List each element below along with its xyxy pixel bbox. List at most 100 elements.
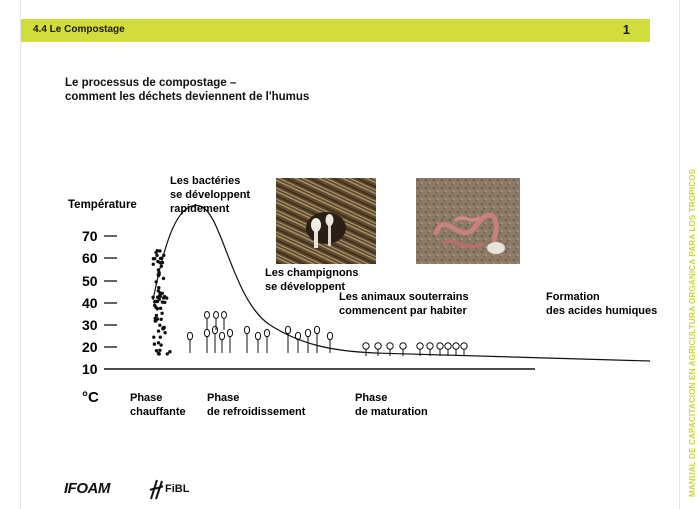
section-title: 4.4 Le Compostage bbox=[33, 24, 125, 35]
bacteria-dot bbox=[157, 272, 161, 276]
bacteria-dot bbox=[158, 323, 162, 327]
phase-maturation-1: Phase bbox=[355, 392, 387, 404]
svg-text:rapidement: rapidement bbox=[170, 203, 230, 215]
mushroom-icon bbox=[254, 331, 262, 353]
bacteria-dot bbox=[158, 249, 162, 253]
title-line-2: comment les déchets deviennent de l'humu… bbox=[65, 91, 310, 103]
header-bar: 4.4 Le Compostage 1 bbox=[21, 19, 650, 42]
bacteria-dot bbox=[162, 294, 167, 299]
bacteria-dot bbox=[159, 343, 163, 347]
bacteria-dot bbox=[155, 253, 159, 258]
bacteria-dot bbox=[156, 329, 161, 333]
bacteria-dot bbox=[163, 331, 167, 335]
worm-icon bbox=[399, 342, 407, 356]
mushroom-icon bbox=[326, 331, 334, 353]
bacteria-dot bbox=[154, 349, 159, 353]
svg-text:Formation: Formation bbox=[546, 291, 600, 303]
svg-text:se développent: se développent bbox=[170, 189, 250, 201]
bacteria-dot bbox=[157, 286, 161, 290]
bacteria-dot bbox=[156, 341, 161, 345]
phase-cooling-2: de refroidissement bbox=[207, 406, 306, 418]
bacteria-dot bbox=[151, 295, 155, 299]
worm-icon bbox=[374, 342, 382, 356]
svg-text:Les animaux souterrains: Les animaux souterrains bbox=[339, 291, 469, 303]
svg-text:des acides humiques: des acides humiques bbox=[546, 305, 657, 317]
bacteria-dot bbox=[154, 280, 158, 284]
title-line-1: Le processus de compostage – bbox=[65, 77, 237, 89]
bacteria-dot bbox=[151, 262, 155, 266]
bacteria-dot bbox=[156, 289, 160, 293]
worm-icon bbox=[386, 342, 394, 356]
mushroom-icon bbox=[211, 325, 219, 353]
mushroom-icon bbox=[221, 311, 227, 330]
bacteria-dot bbox=[157, 352, 161, 356]
tick-10: 10 bbox=[82, 361, 98, 377]
mushroom-icon bbox=[226, 328, 234, 353]
fibl-logo: FiBL bbox=[148, 478, 189, 505]
bacteria-dot bbox=[152, 335, 156, 339]
bacteria-dots bbox=[151, 249, 172, 356]
bacteria-dot bbox=[155, 249, 159, 253]
phase-cooling-1: Phase bbox=[207, 392, 239, 404]
bacteria-dot bbox=[161, 327, 166, 331]
bacteria-dot bbox=[158, 306, 163, 310]
phase-labels: Phase chauffante Phase de refroidissemen… bbox=[130, 392, 428, 418]
bacteria-dot bbox=[163, 300, 167, 305]
bacteria-dot bbox=[160, 260, 165, 265]
ifoam-logo: IFOAM bbox=[64, 480, 110, 497]
bacteria-dot bbox=[156, 268, 161, 272]
bacteria-dot bbox=[153, 319, 157, 323]
bacteria-dot bbox=[159, 264, 164, 268]
worm-icon bbox=[416, 342, 424, 356]
bacteria-dot bbox=[158, 335, 162, 339]
page-number: 1 bbox=[622, 22, 630, 37]
mushroom-icon bbox=[186, 331, 194, 353]
bacteria-dot bbox=[168, 350, 172, 354]
mushroom-icon bbox=[213, 311, 219, 330]
y-axis-label: Température bbox=[68, 199, 137, 211]
fungi-icons bbox=[186, 311, 334, 353]
bacteria-dot bbox=[153, 303, 157, 308]
mushroom-icon bbox=[243, 325, 251, 353]
worm-icon bbox=[426, 342, 434, 356]
bacteria-dot bbox=[156, 259, 160, 264]
bacteria-dot bbox=[153, 316, 157, 321]
annotation-bacteria: Les bactéries se développent rapidement bbox=[170, 175, 250, 215]
tick-70: 70 bbox=[82, 228, 98, 244]
y-ticks: 70 60 50 40 30 20 10 bbox=[82, 228, 98, 377]
tick-40: 40 bbox=[82, 295, 98, 311]
mushroom-icon bbox=[203, 328, 211, 353]
mushroom-icon bbox=[304, 328, 312, 353]
annotation-humic: Formation des acides humiques bbox=[546, 291, 657, 317]
bacteria-dot bbox=[165, 352, 169, 356]
fibl-leaf-icon bbox=[149, 479, 164, 500]
bacteria-dot bbox=[158, 256, 163, 261]
mushroom-photo bbox=[276, 178, 376, 264]
phase-maturation-2: de maturation bbox=[355, 406, 428, 418]
bacteria-dot bbox=[162, 253, 166, 257]
bacteria-dot bbox=[151, 257, 156, 261]
earthworm-photo bbox=[416, 178, 520, 264]
worm-icon bbox=[452, 342, 460, 356]
svg-text:se développent: se développent bbox=[265, 281, 345, 293]
tick-30: 30 bbox=[82, 317, 98, 333]
mushroom-icon bbox=[284, 325, 292, 353]
worm-icon bbox=[444, 342, 452, 356]
svg-text:Les champignons: Les champignons bbox=[265, 267, 359, 279]
mushroom-icon bbox=[263, 328, 271, 353]
bacteria-dot bbox=[154, 313, 159, 318]
phase-heating-1: Phase bbox=[130, 392, 162, 404]
bacteria-dot bbox=[159, 291, 163, 296]
tick-60: 60 bbox=[82, 250, 98, 266]
mushroom-icon bbox=[294, 331, 302, 353]
tick-20: 20 bbox=[82, 339, 98, 355]
tick-50: 50 bbox=[82, 273, 98, 289]
bacteria-dot bbox=[158, 348, 162, 352]
svg-text:Les bactéries: Les bactéries bbox=[170, 175, 240, 187]
bacteria-dot bbox=[152, 342, 157, 346]
annotation-fungi: Les champignons se développent bbox=[265, 267, 359, 293]
worm-icon bbox=[436, 342, 444, 356]
worm-icon bbox=[362, 342, 370, 356]
mushroom-icon bbox=[218, 331, 226, 353]
bacteria-dot bbox=[160, 311, 164, 315]
